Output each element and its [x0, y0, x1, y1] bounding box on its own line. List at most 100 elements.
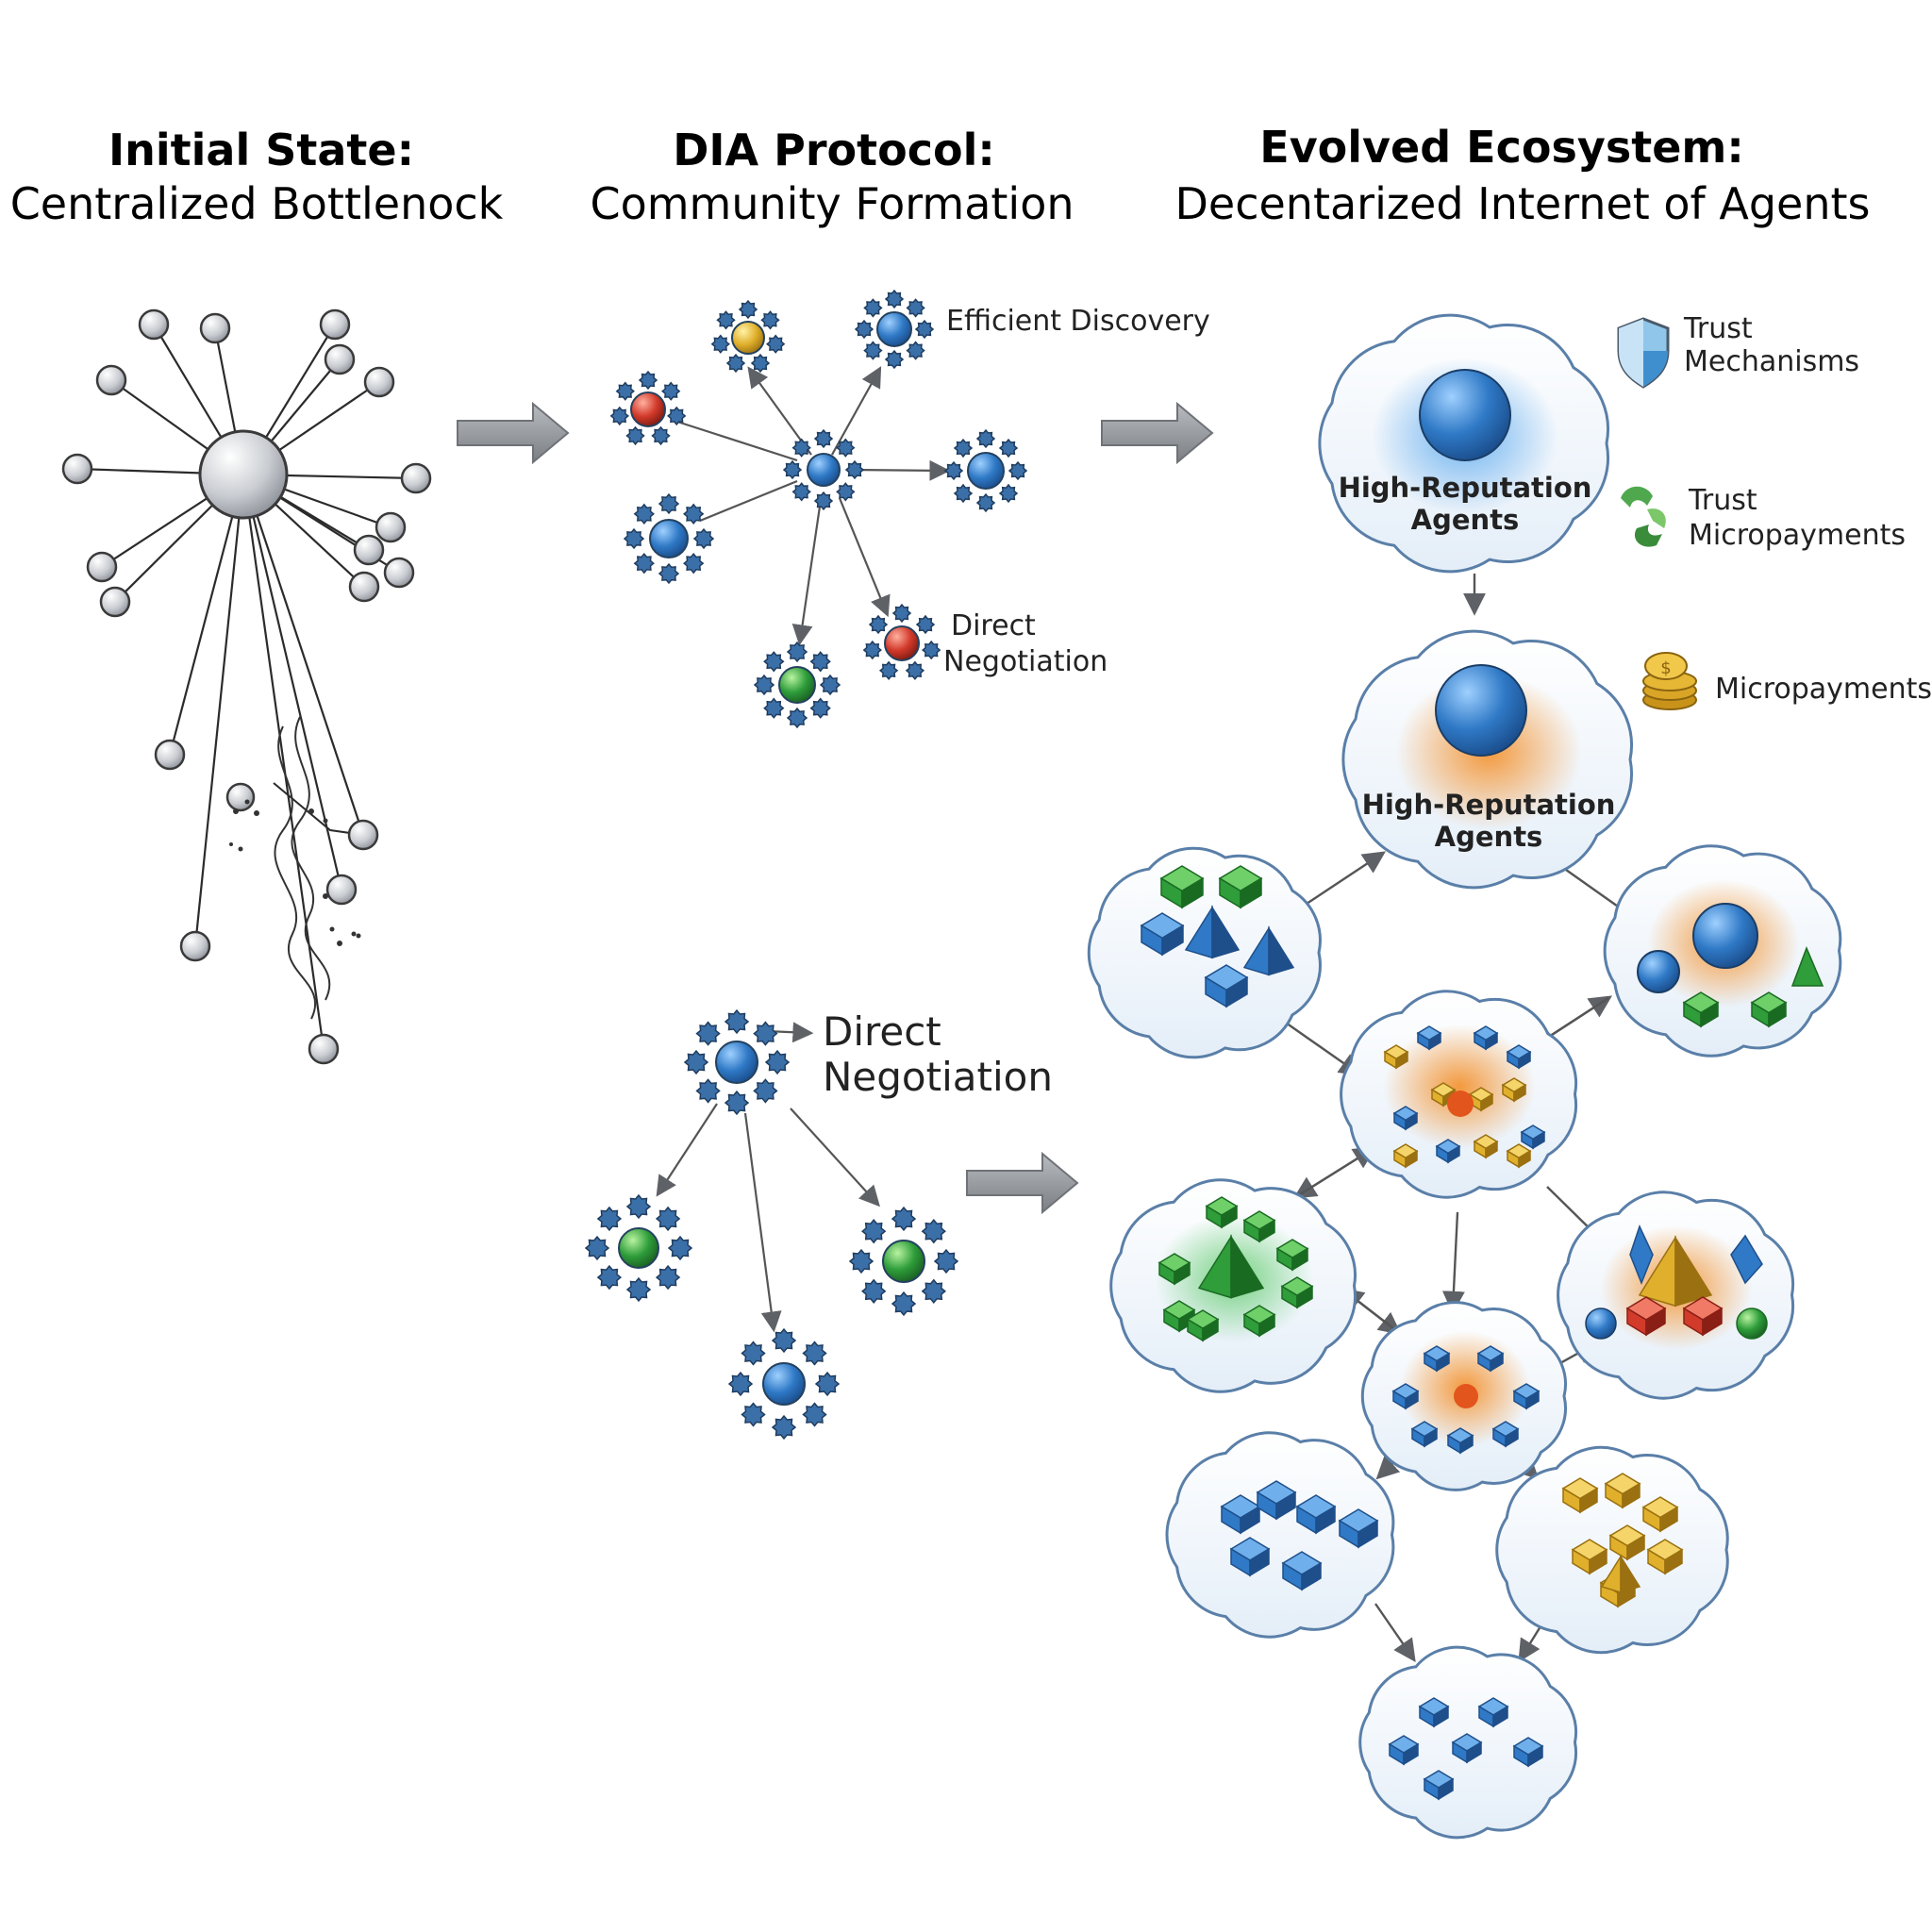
- satellite-agent: [884, 289, 905, 309]
- satellite-agent: [953, 438, 974, 458]
- agent-cube-side: [1357, 1519, 1378, 1549]
- agent-cube-side: [1664, 1548, 1683, 1575]
- agent-core: [1447, 1091, 1474, 1117]
- satellite-agent: [848, 1248, 874, 1274]
- agent-cube-side: [1405, 1390, 1419, 1410]
- core-agent: [715, 1041, 758, 1084]
- label-efficient-discovery: Efficient Discovery: [946, 305, 1210, 338]
- satellite-agent: [861, 1219, 887, 1244]
- core-agent: [876, 311, 912, 347]
- title-evolved-heading: Evolved Ecosystem:: [1259, 122, 1743, 173]
- satellite-agent: [915, 614, 936, 635]
- satellite-agent: [596, 1264, 623, 1291]
- cloud-shape: [1165, 1431, 1395, 1639]
- satellite-agent: [891, 1206, 917, 1232]
- label-trust-mechanisms-1: Trust: [1683, 312, 1753, 345]
- community-formation-network: [676, 366, 951, 646]
- leaf-node: [95, 364, 127, 396]
- satellite-agent: [625, 1193, 652, 1220]
- satellite-agent: [760, 310, 780, 330]
- agent-cube-side: [1258, 1219, 1275, 1243]
- satellite-agent: [596, 1206, 623, 1232]
- core-agent: [630, 391, 666, 427]
- agent-cloud: [1318, 313, 1609, 574]
- core-agent: [967, 452, 1005, 490]
- satellite-agent: [763, 651, 785, 673]
- agent-sphere: [1692, 903, 1758, 969]
- satellite-agent: [763, 697, 785, 719]
- satellite-agent: [975, 492, 996, 513]
- satellite-agent: [791, 438, 811, 458]
- arrow-initial-to-dia: [457, 401, 570, 465]
- agent-cloud: [1165, 1431, 1395, 1639]
- label-high-rep-1-line1: High-Reputation: [1339, 472, 1592, 504]
- agent-clouds: [1087, 313, 1842, 1840]
- satellite-agent: [623, 527, 645, 550]
- core-agent: [882, 1240, 925, 1283]
- agent-sphere: [1585, 1307, 1617, 1340]
- agent-cube-side: [1626, 1534, 1645, 1561]
- satellite-agent: [683, 1049, 709, 1075]
- title-dia-protocol: DIA Protocol: Community Formation: [590, 125, 1074, 229]
- satellite-agent: [750, 353, 771, 374]
- agent-cube-side: [1161, 924, 1184, 957]
- satellite-agent: [813, 428, 834, 449]
- agent-pyramid-side: [1268, 925, 1295, 976]
- satellite-agent: [753, 1021, 778, 1046]
- label-direct-negotiation-small-1: Direct: [951, 609, 1036, 642]
- satellite-agent: [809, 651, 831, 673]
- satellite-agent: [933, 1248, 959, 1274]
- leaf-node: [375, 511, 407, 543]
- core-agent: [618, 1227, 659, 1269]
- svg-text:$: $: [1660, 658, 1671, 678]
- satellite-agent: [905, 660, 925, 680]
- satellite-agent: [683, 503, 705, 525]
- title-evolved-ecosystem: Evolved Ecosystem: Decentarized Internet…: [1174, 122, 1870, 229]
- core-agent: [649, 519, 689, 558]
- satellite-agent: [638, 370, 658, 391]
- agent-sphere: [1736, 1307, 1768, 1340]
- agent-cluster: [862, 603, 941, 680]
- satellite-agent: [764, 1049, 791, 1075]
- label-high-rep-2-line2: Agents: [1435, 821, 1543, 853]
- agent-cube-side: [1659, 1506, 1678, 1533]
- satellite-agent: [683, 553, 705, 575]
- satellite-agent: [661, 381, 681, 401]
- agent-cube-side: [1296, 1285, 1313, 1309]
- label-direct-negotiation-small-2: Negotiation: [943, 645, 1108, 678]
- leaf-node: [86, 551, 118, 583]
- core-agent: [778, 666, 816, 704]
- satellite-agent: [862, 640, 882, 660]
- agent-pyramid-side: [1211, 905, 1241, 959]
- agent-gem: [1629, 1224, 1654, 1286]
- agent-cube-side: [1395, 1050, 1408, 1070]
- agent-cloud: [1341, 629, 1633, 890]
- agent-cube-side: [1492, 1705, 1508, 1728]
- satellite-agent: [771, 1327, 797, 1354]
- label-high-rep-2-line1: High-Reputation: [1362, 789, 1616, 821]
- label-direct-negotiation-large-2: Negotiation: [823, 1054, 1053, 1100]
- satellite-agent: [625, 425, 645, 446]
- agent-sphere: [1637, 950, 1680, 993]
- agent-cluster: [623, 492, 715, 585]
- leaf-node: [353, 534, 385, 566]
- leaf-node: [61, 453, 93, 485]
- agent-cube-side: [1258, 1313, 1275, 1338]
- leaf-node: [400, 462, 432, 494]
- agent-cube-side: [1702, 1307, 1723, 1337]
- core-agent: [762, 1362, 806, 1406]
- satellite-agent: [844, 459, 865, 480]
- agent-cluster: [854, 289, 935, 370]
- agent-cluster: [609, 370, 687, 446]
- satellite-agent: [633, 503, 655, 525]
- satellite-agent: [741, 1402, 766, 1427]
- leaf-node: [154, 739, 186, 771]
- satellite-agent: [716, 310, 736, 330]
- satellite-agent: [802, 1341, 827, 1366]
- satellite-agent: [791, 482, 811, 502]
- satellite-agent: [651, 425, 671, 446]
- label-trust-micropayments-2: Micropayments: [1689, 519, 1906, 552]
- coins-icon: $: [1642, 652, 1697, 710]
- leaf-node: [179, 930, 211, 962]
- agent-cube-side: [1485, 1031, 1498, 1051]
